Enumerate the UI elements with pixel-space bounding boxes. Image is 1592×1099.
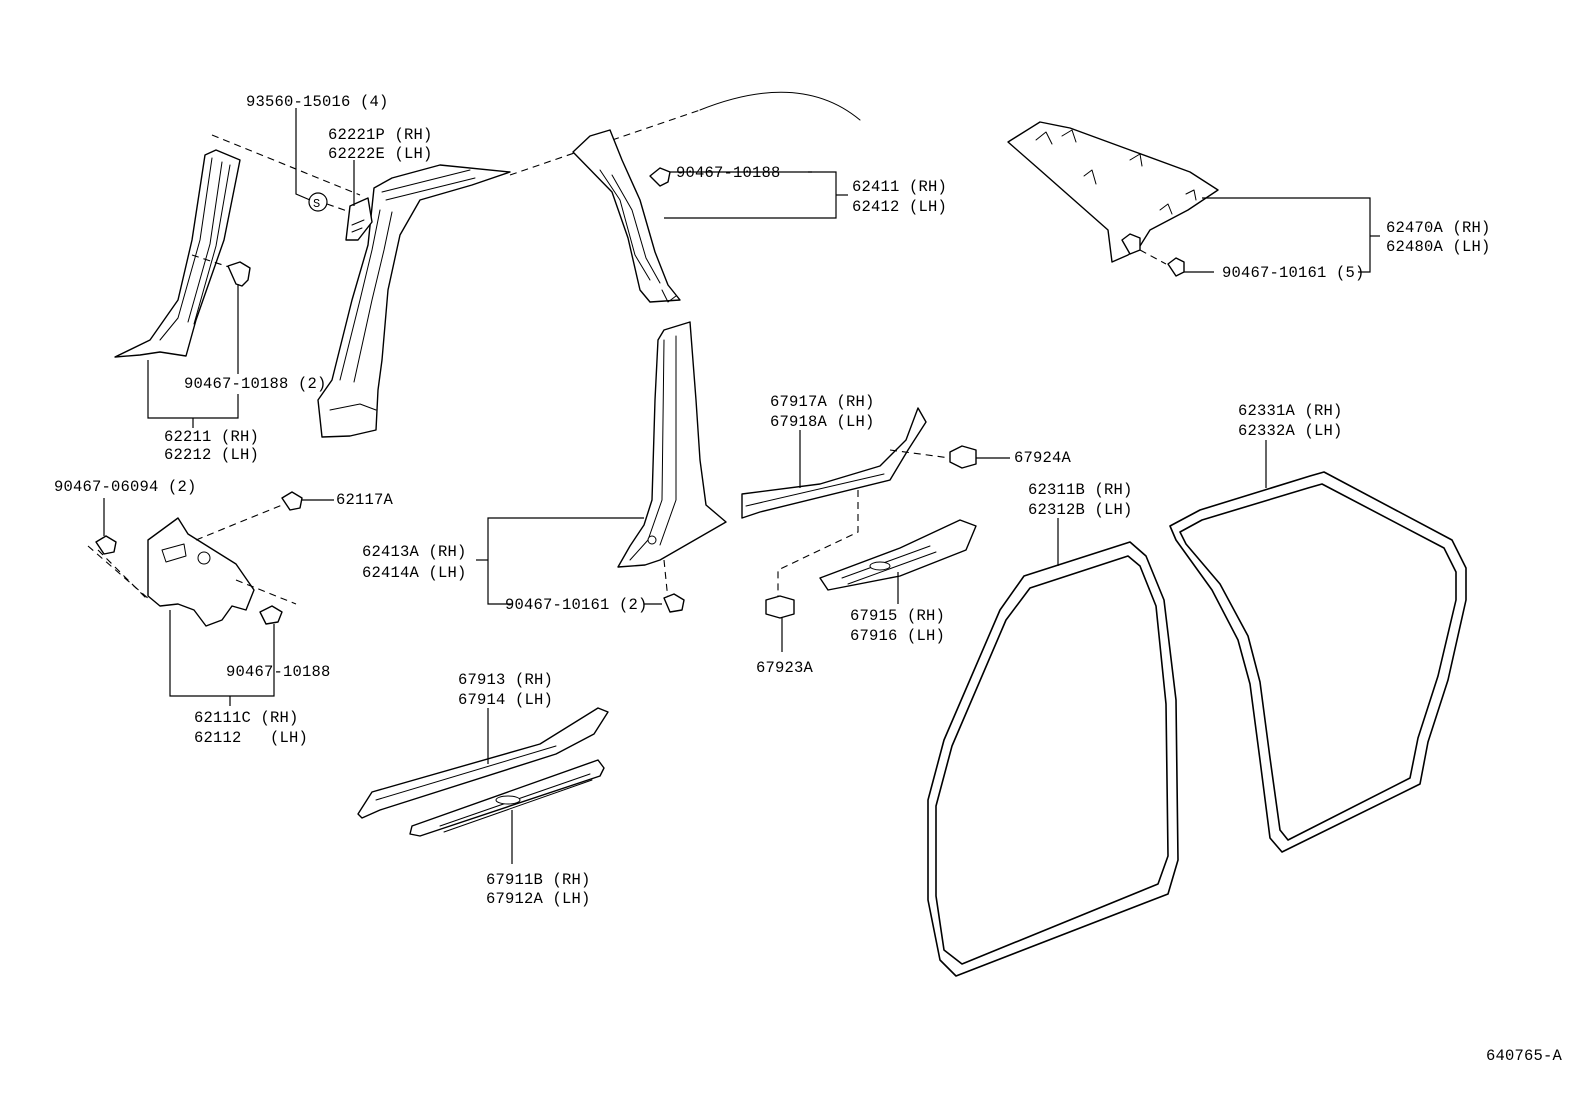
- label-90467-10161-2: 90467-10161 (2): [505, 596, 648, 614]
- label-62212: 62212 (LH): [164, 446, 259, 464]
- clip-icon-67923: [765, 595, 795, 619]
- diagram-id: 640765-A: [1486, 1047, 1563, 1065]
- label-90467-10188-top: 90467-10188: [676, 164, 781, 182]
- clip-icon-a-pillar: [227, 261, 251, 287]
- label-62332a: 62332A (LH): [1238, 422, 1343, 440]
- clip-icon-quarter: [1121, 233, 1185, 277]
- label-67917a: 67917A (RH): [770, 393, 875, 411]
- scuff-plate-front: [409, 759, 605, 837]
- bracket-62221p: [345, 197, 373, 241]
- leader-lines: [103, 108, 1380, 864]
- label-62211: 62211 (RH): [164, 428, 259, 446]
- label-67913: 67913 (RH): [458, 671, 553, 689]
- scuff-plate-front-inner: [357, 707, 609, 819]
- center-pillar-upper: [572, 129, 681, 303]
- label-67915: 67915 (RH): [850, 607, 945, 625]
- label-62222e: 62222E (LH): [328, 145, 433, 163]
- label-67912a: 67912A (LH): [486, 890, 591, 908]
- clip-icon-cowl: [95, 491, 303, 625]
- label-62112: 62112 (LH): [194, 729, 308, 747]
- label-90467-10188-2: 90467-10188 (2): [184, 375, 327, 393]
- label-62470a: 62470A (RH): [1386, 219, 1491, 237]
- label-62311b: 62311B (RH): [1028, 481, 1133, 499]
- scuff-plate-rear: [819, 519, 977, 591]
- callout-labels: 93560-15016 (4) 62221P (RH) 62222E (LH) …: [54, 93, 1563, 1065]
- label-90467-06094: 90467-06094 (2): [54, 478, 197, 496]
- center-pillar-lower: [617, 321, 727, 601]
- label-62414a: 62414A (LH): [362, 564, 467, 582]
- label-62480a: 62480A (LH): [1386, 238, 1491, 256]
- clip-icon-67924: [949, 445, 977, 469]
- label-62331a: 62331A (RH): [1238, 402, 1343, 420]
- label-62412: 62412 (LH): [852, 198, 947, 216]
- label-90467-10161-5: 90467-10161 (5): [1222, 264, 1365, 282]
- front-door-weatherstrip: [927, 541, 1179, 977]
- front-pillar-garnish: [114, 149, 241, 358]
- clip-icon-b-pillar-lower: [663, 593, 685, 613]
- label-67911b: 67911B (RH): [486, 871, 591, 889]
- label-67918a: 67918A (LH): [770, 413, 875, 431]
- cowl-side-trim: [87, 504, 297, 627]
- label-67923a: 67923A: [756, 659, 814, 677]
- label-67916: 67916 (LH): [850, 627, 945, 645]
- label-67924a: 67924A: [1014, 449, 1072, 467]
- rear-door-weatherstrip: [1169, 471, 1467, 853]
- front-pillar-upper: [317, 164, 511, 438]
- label-62411: 62411 (RH): [852, 178, 947, 196]
- s-marker: S: [308, 192, 351, 213]
- roof-side-rail-trim: [1007, 121, 1219, 263]
- label-62111c: 62111C (RH): [194, 709, 299, 727]
- scuff-plate-rear-inner: [741, 407, 951, 598]
- s-marker-text: S: [313, 197, 320, 211]
- label-62312b: 62312B (LH): [1028, 501, 1133, 519]
- clip-icon-b-pillar-upper: [649, 167, 671, 187]
- label-67914: 67914 (LH): [458, 691, 553, 709]
- label-62117a: 62117A: [336, 491, 394, 509]
- label-62413a: 62413A (RH): [362, 543, 467, 561]
- label-62221p: 62221P (RH): [328, 126, 433, 144]
- label-90467-10188-lower: 90467-10188: [226, 663, 331, 681]
- label-93560-15016: 93560-15016 (4): [246, 93, 389, 111]
